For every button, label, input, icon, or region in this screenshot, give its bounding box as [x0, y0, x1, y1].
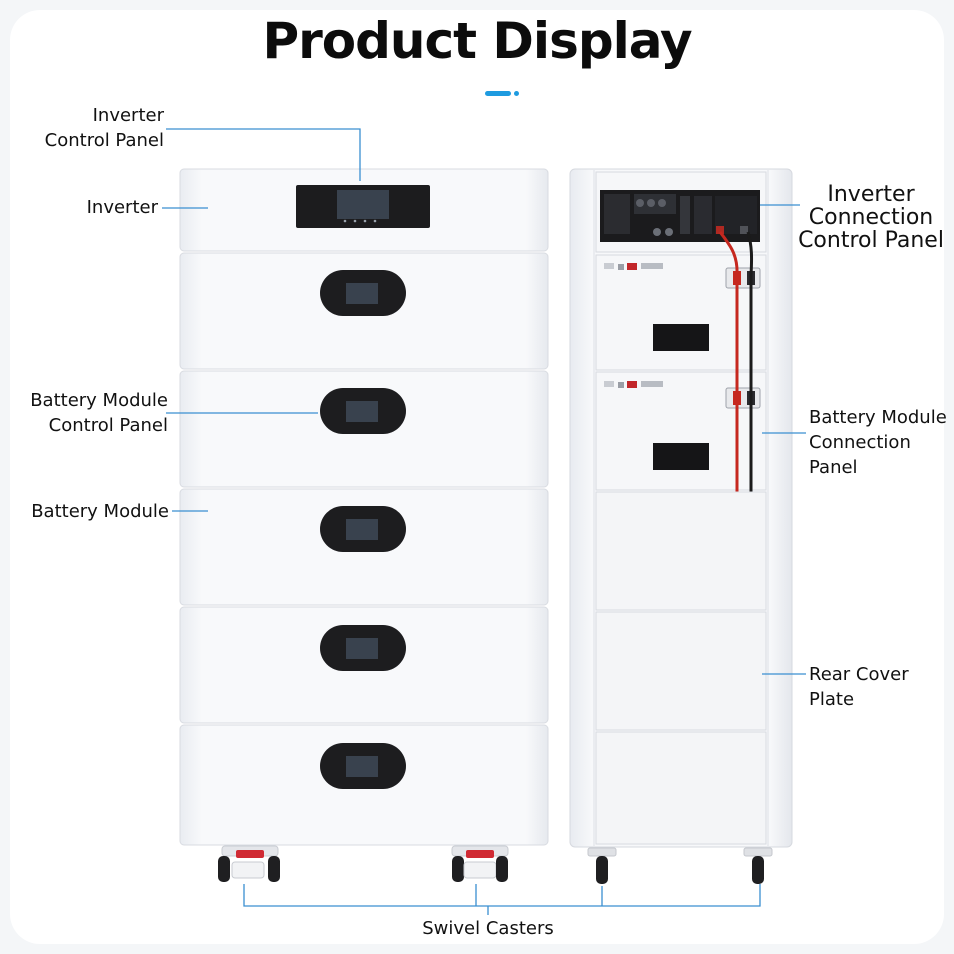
rear-unit [569, 168, 793, 884]
rear-handle-2 [653, 443, 709, 470]
label-swivel-casters: Swivel Casters [422, 918, 554, 939]
battery-module-5 [179, 724, 549, 846]
inverter-module [179, 168, 549, 252]
black-cable [746, 231, 754, 492]
front-caster-right [451, 845, 509, 882]
rear-caster-left [587, 847, 617, 884]
red-cable [718, 231, 739, 492]
page-title: Product Display [262, 12, 692, 70]
inverter-screen [337, 190, 389, 219]
label-battery-module-connection-panel: Battery Module Connection Panel [809, 407, 947, 478]
title-accent-dot [514, 91, 519, 96]
label-battery-module: Battery Module [31, 501, 169, 522]
battery-module-2 [179, 370, 549, 488]
battery-module-4 [179, 606, 549, 724]
rear-cover-plate-1 [595, 491, 767, 611]
label-inverter: Inverter [86, 197, 158, 218]
leader-casters-bar [243, 884, 761, 907]
label-battery-module-control-panel: Battery Module Control Panel [30, 390, 168, 436]
label-inverter-connection-control-panel: Inverter Connection Control Panel [798, 182, 944, 253]
title-accent-dash [485, 91, 511, 96]
front-caster-left [218, 845, 280, 882]
battery-module-1 [179, 252, 549, 370]
rear-cover-plate-3 [595, 731, 767, 845]
label-rear-cover-plate: Rear Cover Plate [809, 664, 909, 710]
front-unit [179, 168, 549, 882]
rear-caster-right [743, 847, 773, 884]
battery-module-3 [179, 488, 549, 606]
label-inverter-control-panel: Inverter Control Panel [44, 105, 164, 151]
leader-lines [162, 128, 806, 915]
rear-cover-plate-2 [595, 611, 767, 731]
rear-handle-1 [653, 324, 709, 351]
leader-inverter-control-panel [166, 128, 361, 181]
